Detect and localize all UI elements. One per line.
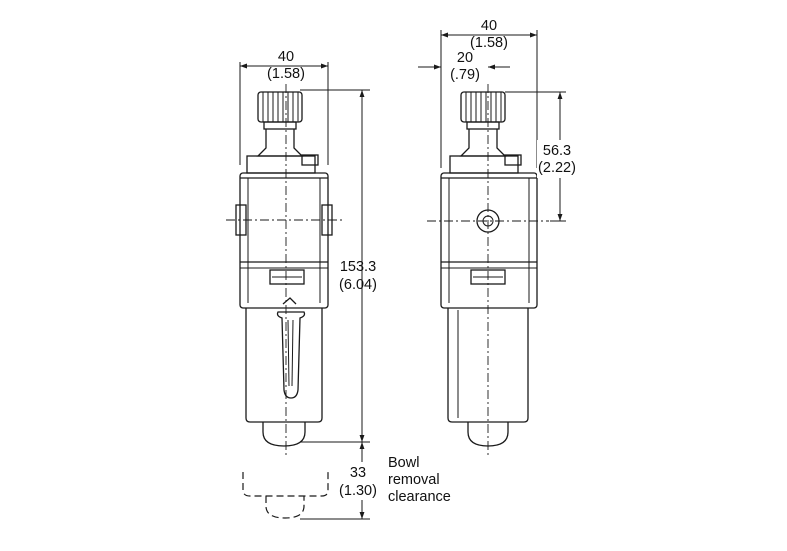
- overall-height-dimension: [300, 89, 370, 443]
- side-width-in: (1.58): [470, 35, 508, 51]
- side-width-mm: 40: [481, 18, 497, 34]
- side-top-height-mm: 56.3: [543, 143, 571, 159]
- front-width-mm: 40: [278, 49, 294, 65]
- front-adjusting-knob: [257, 91, 303, 130]
- overall-height-mm: 153.3: [340, 259, 376, 275]
- clearance-note-line2: removal: [388, 472, 440, 488]
- side-half-width-mm: 20: [457, 50, 473, 66]
- front-view: [226, 84, 344, 519]
- front-bowl: [245, 297, 323, 447]
- bowl-removal-ghost: [242, 472, 329, 519]
- front-width-dimension: [239, 62, 329, 165]
- clearance-in: (1.30): [339, 483, 377, 499]
- side-body: [440, 172, 538, 309]
- front-body: [235, 172, 333, 309]
- side-adjusting-knob: [460, 91, 506, 130]
- clearance-note-line3: clearance: [388, 489, 451, 505]
- side-top-height-in: (2.22): [538, 160, 576, 176]
- clearance-mm: 33: [350, 465, 366, 481]
- overall-height-in: (6.04): [339, 277, 377, 293]
- side-view: [427, 84, 549, 455]
- front-width-in: (1.58): [267, 66, 305, 82]
- side-half-width-in: (.79): [450, 67, 480, 83]
- clearance-note-line1: Bowl: [388, 455, 419, 471]
